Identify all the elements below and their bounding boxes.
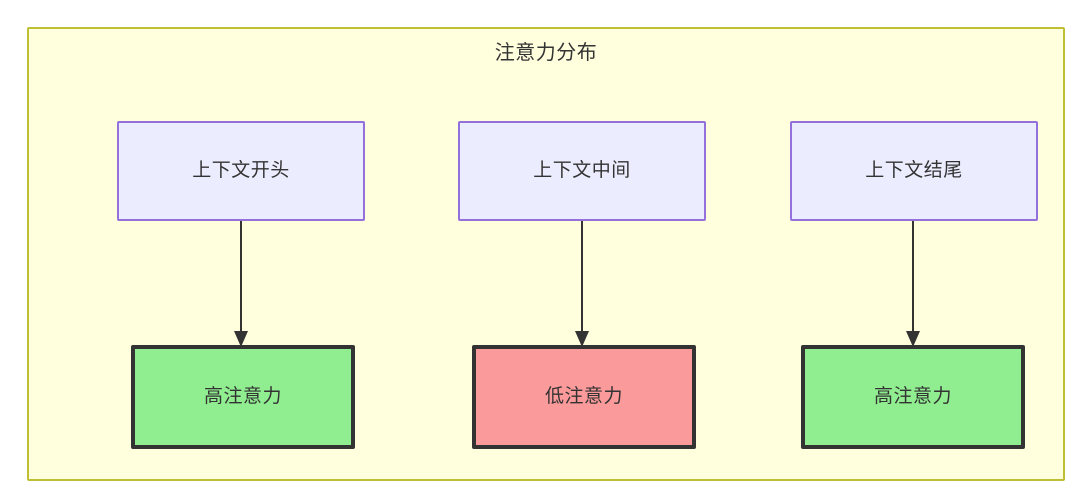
node-context-end-label: 上下文结尾 bbox=[865, 160, 963, 181]
node-high-attention-end[interactable]: 高注意力 bbox=[801, 345, 1025, 449]
node-context-start[interactable]: 上下文开头 bbox=[117, 121, 365, 221]
node-context-start-label: 上下文开头 bbox=[192, 160, 290, 181]
subgraph-title: 注意力分布 bbox=[494, 42, 598, 64]
node-context-middle-label: 上下文中间 bbox=[533, 160, 631, 181]
arrow-down-icon bbox=[906, 221, 920, 347]
arrow-down-icon bbox=[575, 221, 589, 347]
attention-distribution-subgraph: 注意力分布 上下文开头 上下文中间 上下文结尾 bbox=[27, 27, 1065, 481]
node-low-attention-middle-label: 低注意力 bbox=[544, 386, 623, 407]
node-context-end[interactable]: 上下文结尾 bbox=[790, 121, 1038, 221]
node-context-middle[interactable]: 上下文中间 bbox=[458, 121, 706, 221]
node-low-attention-middle[interactable]: 低注意力 bbox=[472, 345, 696, 449]
node-high-attention-end-label: 高注意力 bbox=[873, 386, 952, 407]
edge-context-middle-to-low-attention bbox=[574, 221, 590, 347]
node-high-attention-start-label: 高注意力 bbox=[203, 386, 282, 407]
arrow-down-icon bbox=[234, 221, 248, 347]
edge-context-end-to-high-attention bbox=[905, 221, 921, 347]
edge-context-start-to-high-attention bbox=[233, 221, 249, 347]
node-high-attention-start[interactable]: 高注意力 bbox=[131, 345, 355, 449]
